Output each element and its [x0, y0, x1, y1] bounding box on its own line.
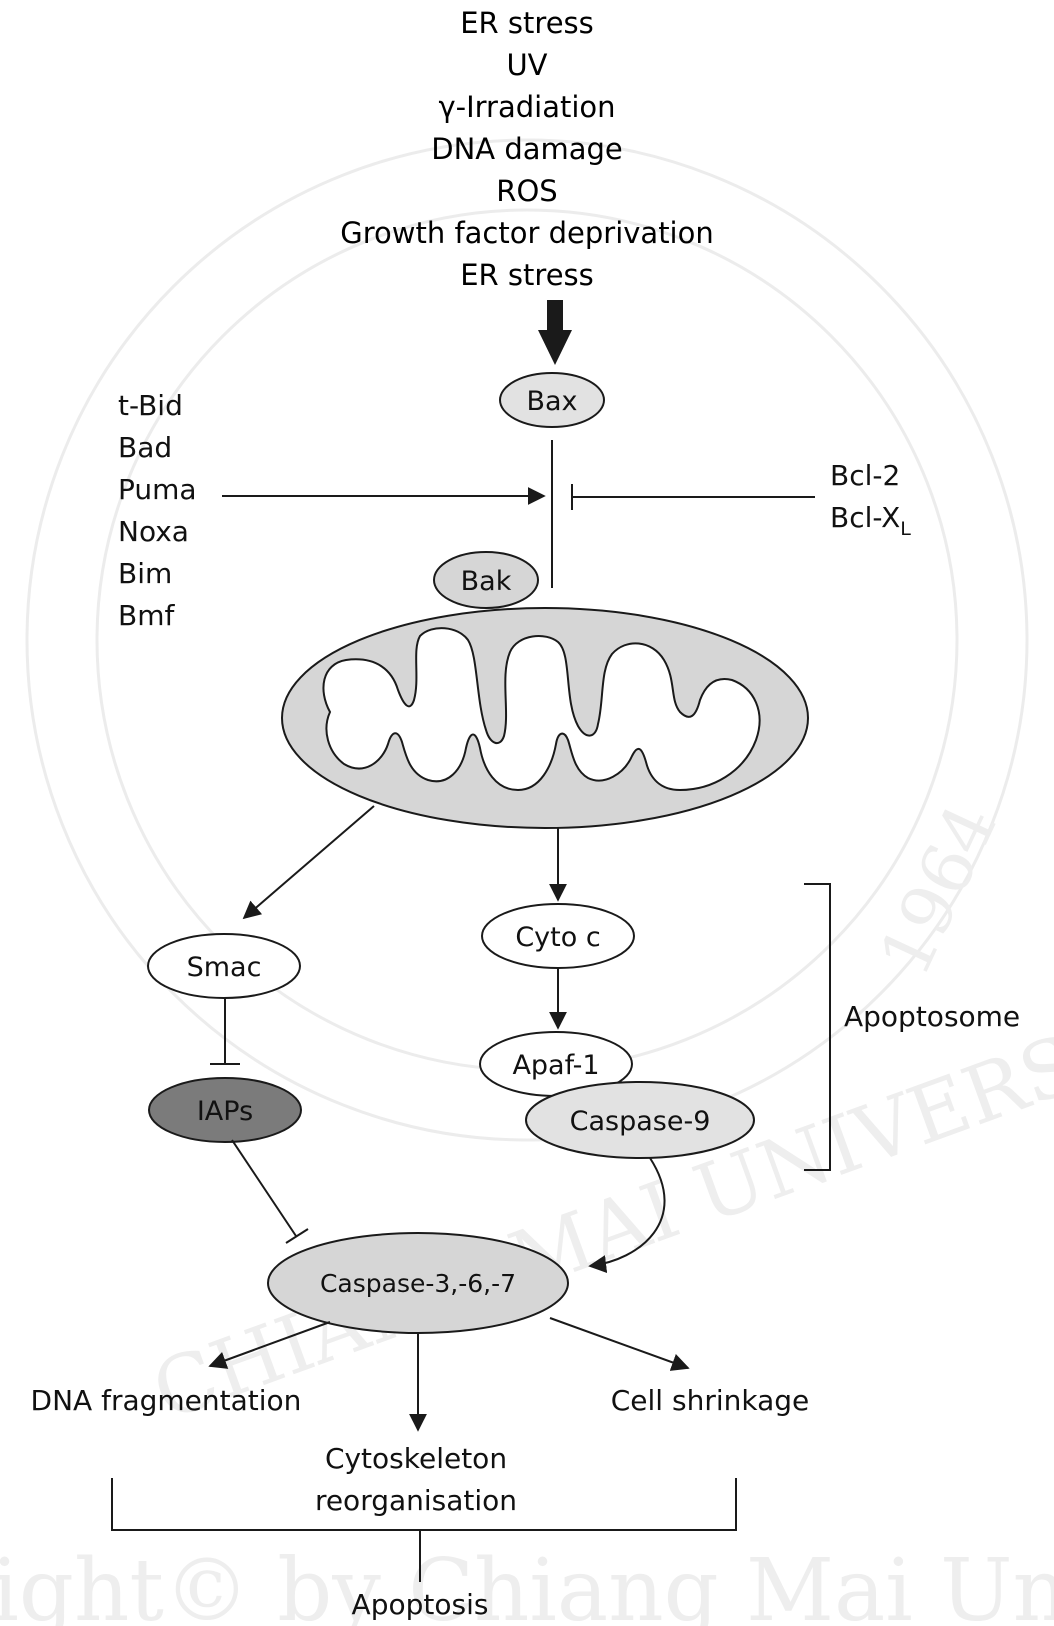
cytoskeleton-label-line2: reorganisation [315, 1484, 517, 1517]
smac-release-arrow [244, 806, 374, 918]
bak-label: Bak [461, 566, 512, 597]
stimulus-4: ROS [0, 174, 1054, 208]
apoptosome-label: Apoptosome [844, 1000, 1020, 1033]
bak-node: Bak [434, 552, 538, 608]
iaps-label: IAPs [197, 1096, 253, 1127]
mitochondrion [282, 608, 808, 828]
stimulus-3: DNA damage [0, 132, 1054, 166]
bcl2-label: Bcl-2 [830, 459, 900, 492]
caspase367-node: Caspase-3,-6,-7 [268, 1233, 568, 1333]
bax-label: Bax [526, 386, 577, 417]
caspase367-label: Caspase-3,-6,-7 [320, 1269, 516, 1298]
smac-node: Smac [148, 934, 300, 998]
anti-apoptotic-list: Bcl-2 Bcl-XL [830, 459, 911, 540]
pro-item-1: Bad [118, 431, 172, 464]
dna-fragmentation-label: DNA fragmentation [31, 1384, 302, 1417]
iaps-node: IAPs [149, 1078, 301, 1142]
pro-item-5: Bmf [118, 599, 175, 632]
pro-item-0: t-Bid [118, 389, 183, 422]
pro-item-2: Puma [118, 473, 197, 506]
stimulus-1: UV [0, 48, 1054, 82]
apaf1-label: Apaf-1 [512, 1050, 599, 1081]
stimulus-0: ER stress [0, 6, 1054, 40]
cell-shrinkage-label: Cell shrinkage [611, 1384, 810, 1417]
stimulus-arrow [538, 300, 572, 365]
cytoskeleton-label-line1: Cytoskeleton [325, 1442, 507, 1475]
pro-item-4: Bim [118, 557, 172, 590]
bclxl-label: Bcl-XL [830, 501, 911, 540]
watermark-copyright-text: Copyright© by Chiang Mai University [0, 1541, 1054, 1626]
caspase9-label: Caspase-9 [570, 1106, 711, 1137]
stimulus-5: Growth factor deprivation [0, 216, 1054, 250]
cyto-c-label: Cyto c [515, 922, 600, 953]
caspase9-node: Caspase-9 [526, 1082, 754, 1158]
bax-node: Bax [500, 373, 604, 427]
apoptosis-label: Apoptosis [352, 1588, 489, 1621]
inhibition-bar-bcl2 [572, 484, 815, 510]
watermark-year-text: 1964 [863, 792, 1013, 988]
stimulus-2: γ-Irradiation [0, 90, 1054, 124]
cell-shrinkage-arrow [550, 1318, 688, 1368]
pro-item-3: Noxa [118, 515, 189, 548]
pro-apoptotic-list: t-Bid Bad Puma Noxa Bim Bmf [118, 389, 197, 632]
cyto-c-node: Cyto c [482, 904, 634, 968]
stimulus-6: ER stress [0, 258, 1054, 292]
inhibition-bar-iaps [232, 1140, 308, 1243]
smac-label: Smac [187, 952, 262, 983]
